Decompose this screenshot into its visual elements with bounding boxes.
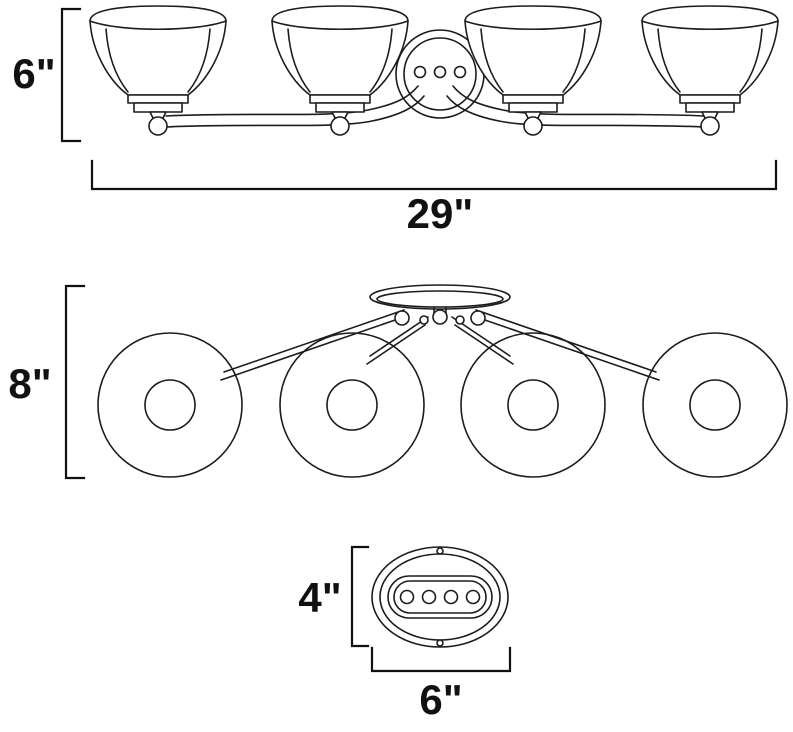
wire-hole [399, 589, 415, 605]
canopy-height-label: 4" [298, 574, 341, 621]
top-depth-dimension: 8" [8, 284, 86, 480]
canopy-outline-outer [371, 546, 509, 648]
front-height-dimension: 6" [12, 7, 82, 143]
shade-socket-1 [144, 379, 196, 431]
shade-socket-4 [689, 379, 741, 431]
shade-top-3 [460, 332, 606, 478]
top-depth-bracket [64, 284, 86, 480]
glass-shade-4 [641, 5, 779, 136]
canopy-width-label: 6" [419, 676, 462, 723]
arm-top-outer-left [223, 309, 405, 373]
canopy-screw-hole [453, 65, 467, 79]
canopy-crossbar-outer [387, 575, 493, 619]
shade-top-4 [642, 332, 788, 478]
front-height-bracket [60, 7, 82, 143]
arm-left-lower-line [165, 95, 425, 128]
arm-top-outer-right [478, 317, 660, 381]
glass-shade-2 [271, 5, 409, 136]
shade-socket-3 [507, 379, 559, 431]
arm-ball [470, 310, 486, 326]
arm-top-inner-left [366, 324, 426, 365]
canopy-crossbar-inner [393, 580, 487, 614]
arm-left-upper-line [165, 85, 419, 117]
arm-pivot-balls [394, 309, 486, 326]
canopy-width-dimension: 6" [370, 646, 512, 723]
wire-hole [465, 589, 481, 605]
mounting-screw-hole-top [436, 547, 444, 555]
canopy-screw-hole [433, 65, 447, 79]
shade-top-2 [279, 332, 425, 478]
front-view [89, 5, 779, 136]
top-depth-label: 8" [8, 360, 51, 407]
arm-top-inner-left [369, 316, 429, 357]
canopy-view [371, 546, 509, 648]
arm-ball [432, 309, 448, 325]
glass-shade-3 [464, 5, 602, 136]
canopy-inner-ring [403, 37, 477, 111]
canopy-outline-inner [379, 553, 501, 641]
canopy-height-bracket [350, 545, 370, 648]
canopy-height-dimension: 4" [298, 545, 370, 648]
canopy-plate-top [369, 284, 511, 314]
front-height-label: 6" [12, 50, 55, 97]
shade-socket-2 [326, 379, 378, 431]
wire-hole [421, 589, 437, 605]
canopy-screw-hole [413, 65, 427, 79]
arms-top [220, 309, 660, 381]
front-width-label: 29" [407, 190, 474, 237]
canopy-plate-inner [376, 290, 504, 308]
front-width-dimension: 29" [90, 159, 778, 237]
arm-right-upper-line [452, 85, 706, 117]
canopy-width-bracket [370, 646, 512, 673]
arm-ball-small [419, 315, 429, 325]
front-width-bracket [90, 159, 778, 191]
shade-top-1 [97, 332, 243, 478]
arms-front [165, 85, 706, 128]
canopy-plate-outer [369, 284, 511, 310]
arm-top-inner-right [454, 324, 514, 365]
arm-ball [394, 310, 410, 326]
mounting-screw-hole-bottom [436, 639, 444, 647]
glass-shade-1 [89, 5, 227, 136]
arm-right-lower-line [446, 95, 706, 128]
arm-ball-small [455, 315, 465, 325]
top-view [97, 284, 788, 478]
arm-top-outer-right [475, 309, 657, 373]
wire-hole [443, 589, 459, 605]
arm-top-outer-left [220, 317, 402, 381]
